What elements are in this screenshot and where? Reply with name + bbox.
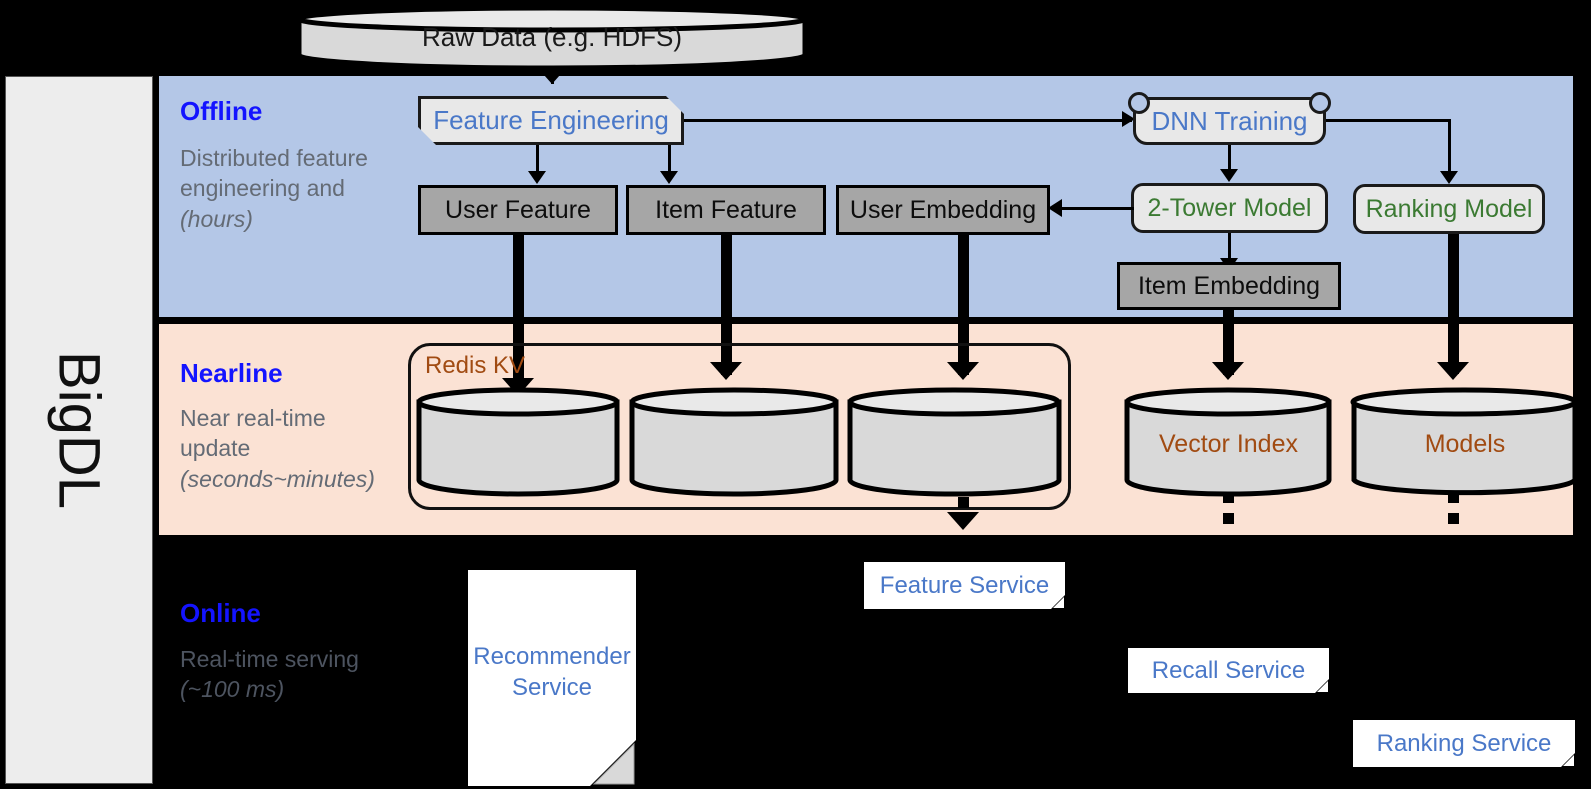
- doc-recall-service[interactable]: Recall Service: [1128, 648, 1329, 693]
- vector-index-label: Vector Index: [1159, 430, 1298, 458]
- edge-itemfeature-store: [721, 235, 732, 375]
- arrow-dnn-ranking: [1440, 171, 1458, 184]
- store-cylinder-item-feature[interactable]: [629, 387, 840, 497]
- stub-models-2: [1448, 513, 1459, 524]
- store-cylinder-user-embedding[interactable]: [847, 387, 1063, 497]
- node-user-feature[interactable]: User Feature: [418, 185, 618, 235]
- edge-userembedding-store: [958, 235, 969, 375]
- arrow-itememb-vectorindex: [1212, 362, 1244, 380]
- arrow-dnn-2tower: [1220, 169, 1238, 182]
- arrow-itemfeature-store: [710, 362, 742, 380]
- stage-desc-online-italic: (~100 ms): [180, 676, 285, 703]
- node-ranking-model-label: Ranking Model: [1365, 194, 1533, 223]
- edge-fe-userfeature: [536, 145, 539, 173]
- arrow-2tower-userembedding: [1048, 199, 1062, 217]
- node-feature-engineering-label: Feature Engineering: [433, 105, 669, 135]
- raw-data-label: Raw Data (e.g. HDFS): [421, 22, 683, 52]
- bigdl-label: BigDL: [46, 351, 112, 509]
- edge-dnn-ranking-h: [1326, 119, 1451, 122]
- edge-itememb-vectorindex: [1223, 310, 1234, 375]
- node-feature-engineering[interactable]: Feature Engineering: [418, 96, 684, 145]
- doc-feature-service[interactable]: Feature Service: [864, 562, 1065, 609]
- node-item-embedding-label: Item Embedding: [1137, 271, 1321, 300]
- doc-recommender-service-line1: Recommender: [473, 643, 631, 670]
- doc-ranking-service[interactable]: Ranking Service: [1353, 720, 1575, 767]
- arrow-rankingmodel-models: [1437, 362, 1469, 380]
- node-dnn-training[interactable]: DNN Training: [1128, 92, 1331, 145]
- models-label: Models: [1424, 430, 1506, 458]
- stub-models-1: [1448, 492, 1459, 503]
- edge-2tower-itememb: [1228, 233, 1231, 260]
- stage-desc-online: Real-time serving (~100 ms): [180, 644, 395, 705]
- arrow-userembedding-store: [947, 362, 979, 380]
- edge-dnn-ranking-v: [1448, 119, 1451, 173]
- node-2-tower-model-label: 2-Tower Model: [1147, 193, 1312, 222]
- raw-data-cylinder: Raw Data (e.g. HDFS): [296, 5, 808, 71]
- node-user-embedding-label: User Embedding: [849, 195, 1037, 224]
- redis-kv-label: Redis KV: [425, 352, 526, 379]
- bigdl-sidebar: BigDL: [5, 76, 153, 784]
- stub-vectorindex-1: [1223, 492, 1234, 503]
- stage-desc-nearline-italic: (seconds~minutes): [180, 465, 375, 492]
- stub-feature-service-1: [958, 497, 969, 508]
- stage-desc-nearline: Near real-time update (seconds~minutes): [180, 403, 395, 494]
- edge-fe-dnn: [684, 119, 1132, 122]
- edge-userfeature-store: [513, 235, 524, 395]
- stage-desc-online-text: Real-time serving: [180, 646, 359, 672]
- stage-title-online: Online: [180, 598, 261, 628]
- arrow-fe-dnn: [1122, 111, 1135, 127]
- node-item-feature[interactable]: Item Feature: [626, 185, 826, 235]
- stub-vectorindex-2: [1223, 513, 1234, 524]
- doc-recommender-service[interactable]: Recommender Service: [468, 570, 636, 786]
- models-cylinder[interactable]: Models: [1350, 387, 1579, 496]
- edge-2tower-userembedding: [1062, 207, 1134, 210]
- edge-dnn-2tower: [1228, 145, 1231, 171]
- node-ranking-model[interactable]: Ranking Model: [1353, 184, 1545, 234]
- arrow-fe-userfeature: [528, 171, 546, 184]
- stage-desc-offline-italic: (hours): [180, 205, 253, 232]
- arrow-store-featureservice: [947, 512, 979, 530]
- arrow-fe-itemfeature: [660, 171, 678, 184]
- doc-ranking-service-label: Ranking Service: [1376, 730, 1552, 757]
- doc-recommender-service-line2: Service: [511, 673, 593, 701]
- doc-recall-service-label: Recall Service: [1151, 657, 1306, 684]
- stage-title-offline: Offline: [180, 96, 263, 126]
- node-item-embedding[interactable]: Item Embedding: [1117, 262, 1341, 310]
- edge-fe-itemfeature: [668, 145, 671, 173]
- node-user-feature-label: User Feature: [445, 195, 591, 224]
- stage-title-nearline: Nearline: [180, 358, 283, 388]
- stage-desc-nearline-text: Near real-time update: [180, 405, 326, 462]
- edge-rankingmodel-models: [1448, 234, 1459, 374]
- node-item-feature-label: Item Feature: [655, 195, 797, 224]
- page-fold-icon: [1561, 753, 1575, 767]
- page-fold-icon: [1051, 595, 1065, 609]
- doc-feature-service-label: Feature Service: [879, 572, 1050, 599]
- node-2-tower-model[interactable]: 2-Tower Model: [1131, 183, 1328, 233]
- page-fold-icon: [590, 740, 636, 786]
- stage-desc-offline-text: Distributed feature engineering and: [180, 145, 368, 202]
- vector-index-cylinder[interactable]: Vector Index: [1124, 387, 1333, 497]
- node-user-embedding[interactable]: User Embedding: [836, 185, 1050, 235]
- page-fold-icon: [1315, 679, 1329, 693]
- stage-desc-offline: Distributed feature engineering and (hou…: [180, 143, 395, 234]
- node-dnn-training-label: DNN Training: [1151, 105, 1308, 136]
- redis-kv-container: [408, 343, 1071, 510]
- arrow-rawdata-fe: [536, 66, 568, 84]
- store-cylinder-user-feature[interactable]: [416, 387, 621, 497]
